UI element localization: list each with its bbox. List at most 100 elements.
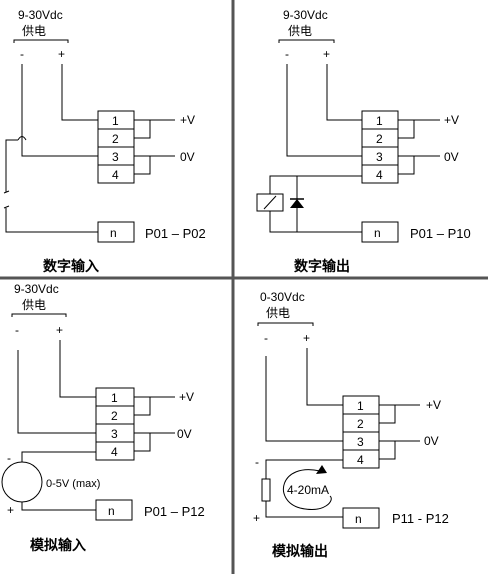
wire-terminal4 <box>21 451 96 462</box>
supply-plus: + <box>58 47 65 61</box>
output-n-label: n <box>374 226 381 240</box>
output-n-label: n <box>355 512 362 526</box>
wire-plus <box>306 348 343 406</box>
param-range: P01 – P02 <box>145 226 206 241</box>
wire-relay-bottom <box>269 211 362 233</box>
supply-label: 供电 <box>22 24 46 38</box>
supply-plus: + <box>56 323 63 337</box>
label-0v: 0V <box>424 434 439 448</box>
supply-voltage: 9-30Vdc <box>283 8 328 22</box>
jumper-3-4 <box>398 156 415 175</box>
source-range: 0-5V (max) <box>46 478 100 490</box>
supply-voltage: 0-30Vdc <box>260 290 305 304</box>
supply-minus: - <box>20 47 24 61</box>
terminal-label-2: 2 <box>112 132 119 146</box>
supply-label: 供电 <box>22 298 46 312</box>
panel-digital-output: 9-30Vdc 供电 - + 1 2 3 4 +V 0V n P01 – P10… <box>256 8 471 275</box>
supply-bracket <box>257 322 314 326</box>
wire-plus <box>326 64 362 121</box>
terminal-label-2: 2 <box>111 409 118 423</box>
load-resistor-icon <box>261 478 271 502</box>
current-arrow-icon <box>316 465 327 474</box>
output-n-box <box>361 221 399 243</box>
jumper-3-4 <box>134 156 151 175</box>
jumper-3-4 <box>379 441 396 460</box>
label-0v: 0V <box>180 150 195 164</box>
label-plus-v: +V <box>180 113 195 127</box>
supply-plus: + <box>303 331 310 345</box>
input-n-box <box>97 221 135 243</box>
terminal-label-2: 2 <box>376 132 383 146</box>
input-n-label: n <box>108 504 115 518</box>
param-range: P01 – P12 <box>144 504 205 519</box>
terminal-label-4: 4 <box>111 445 118 459</box>
panel-caption: 数字输入 <box>43 258 99 275</box>
terminal-label-2: 2 <box>357 417 364 431</box>
terminal-label-1: 1 <box>112 114 119 128</box>
supply-voltage: 9-30Vdc <box>14 282 59 296</box>
wire-minus <box>21 64 98 157</box>
label-plus-v: +V <box>179 390 194 404</box>
diode-icon <box>290 199 304 208</box>
wire-terminal4-top <box>269 175 362 194</box>
terminal-label-4: 4 <box>376 168 383 182</box>
load-minus: - <box>255 455 259 469</box>
source-plus: + <box>7 503 14 517</box>
wire-minus <box>265 356 343 442</box>
panel-digital-input: 9-30Vdc 供电 - + 1 2 3 4 +V 0V n P01 – P02… <box>3 8 206 275</box>
input-n-label: n <box>110 226 117 240</box>
label-0v: 0V <box>177 427 192 441</box>
relay-coil-slash <box>263 195 277 210</box>
terminal-label-1: 1 <box>376 114 383 128</box>
terminal-label-3: 3 <box>111 427 118 441</box>
wire-minus <box>17 350 96 434</box>
supply-label: 供电 <box>288 24 312 38</box>
voltage-source-icon <box>1 461 43 503</box>
supply-minus: - <box>264 331 268 345</box>
label-plus-v: +V <box>444 113 459 127</box>
label-0v: 0V <box>444 150 459 164</box>
wire-plus <box>59 340 96 398</box>
terminal-label-4: 4 <box>112 168 119 182</box>
label-plus-v: +V <box>426 398 441 412</box>
terminal-label-3: 3 <box>357 435 364 449</box>
param-range: P01 – P10 <box>410 226 471 241</box>
supply-voltage: 9-30Vdc <box>18 8 63 22</box>
jumper-1-2 <box>134 397 151 416</box>
switch-upper-lead <box>5 139 18 192</box>
terminal-label-3: 3 <box>112 150 119 164</box>
panel-caption: 模拟输出 <box>272 543 328 560</box>
current-loop-arc <box>283 469 332 510</box>
jumper-1-2 <box>398 120 415 139</box>
supply-bracket <box>13 39 69 43</box>
input-n-box <box>95 499 133 521</box>
param-range: P11 - P12 <box>392 511 449 526</box>
terminal-label-1: 1 <box>357 399 364 413</box>
panel-analog-output: 0-30Vdc 供电 - + 1 2 3 4 +V 0V - + 4-20mA … <box>253 290 449 560</box>
wire-resistor-plus <box>265 501 343 518</box>
switch-lower-lead <box>5 208 98 233</box>
source-minus: - <box>7 451 11 465</box>
supply-plus: + <box>323 47 330 61</box>
wire-source-plus <box>21 502 96 511</box>
terminal-label-4: 4 <box>357 453 364 467</box>
output-n-box <box>342 507 380 529</box>
jumper-1-2 <box>379 405 396 424</box>
terminal-label-3: 3 <box>376 150 383 164</box>
jumper-3-4 <box>134 433 151 452</box>
supply-minus: - <box>15 323 19 337</box>
supply-bracket <box>278 39 335 43</box>
switch-contact <box>3 190 10 194</box>
wire-terminal4 <box>265 459 343 479</box>
panel-analog-input: 9-30Vdc 供电 - + 1 2 3 4 +V 0V - + 0-5V (m… <box>1 282 205 554</box>
wire-crossover <box>17 136 27 141</box>
supply-label: 供电 <box>266 306 290 320</box>
wire-plus <box>61 64 98 121</box>
jumper-1-2 <box>134 120 151 139</box>
terminal-label-1: 1 <box>111 391 118 405</box>
supply-bracket <box>11 313 67 317</box>
panel-caption: 模拟输入 <box>30 537 86 554</box>
loop-current: 4-20mA <box>287 483 329 497</box>
panel-caption: 数字输出 <box>294 258 350 275</box>
